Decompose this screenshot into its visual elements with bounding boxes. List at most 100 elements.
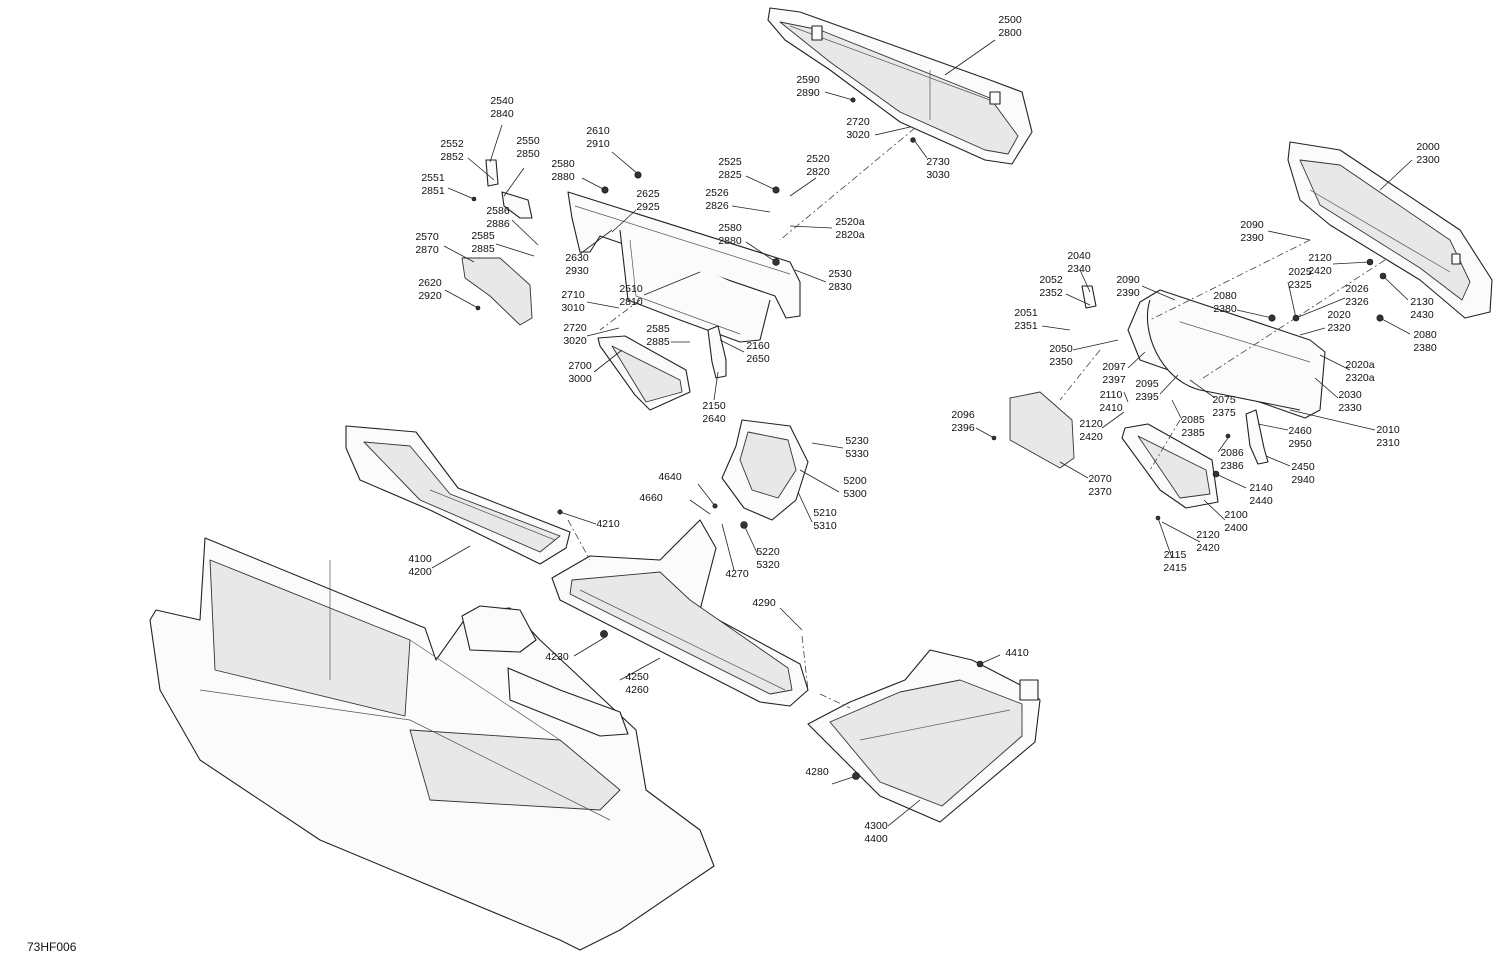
callout-line: 2040 [1067, 250, 1091, 262]
callout-line: 2420 [1196, 542, 1220, 554]
callout-line: 5330 [845, 448, 869, 460]
callout-line: 2510 [619, 283, 643, 295]
callout-line: 2450 [1291, 461, 1315, 473]
callout-line: 2730 [926, 156, 950, 168]
callout-line: 4660 [639, 492, 663, 504]
callout-line: 4300 [864, 820, 888, 832]
callout-line: 2070 [1088, 473, 1112, 485]
callout-line: 2390 [1116, 287, 1140, 299]
callout-line: 2096 [951, 409, 975, 421]
right-lower-panel [1121, 423, 1219, 509]
callout-line: 2110 [1100, 389, 1123, 401]
callout-line: 4230 [545, 651, 569, 663]
callout-line: 4270 [725, 568, 749, 580]
callout-line: 2610 [586, 125, 610, 137]
callout-line: 2051 [1014, 307, 1038, 319]
callout-line: 2910 [586, 138, 610, 150]
callout-line: 2885 [471, 243, 495, 255]
callout-line: 2390 [1240, 232, 1264, 244]
callout-line: 2540 [490, 95, 514, 107]
right-door-frame [1081, 285, 1326, 419]
callout-line: 2530 [828, 268, 852, 280]
callout-line: 2440 [1249, 495, 1273, 507]
callout-line: 2410 [1099, 402, 1123, 414]
callout-line: 2720 [563, 322, 587, 334]
upper-door-panel [767, 7, 1033, 165]
callout-line: 2351 [1014, 320, 1038, 332]
callout-4210: 4210 [596, 518, 620, 530]
assembly-lines [567, 127, 1386, 709]
callout-line: 4260 [625, 684, 649, 696]
callout-line: 2580 [718, 222, 742, 234]
callout-line: 4200 [408, 566, 432, 578]
callout-line: 2890 [796, 87, 820, 99]
callout-4640: 4640 [658, 471, 682, 483]
callout-line: 2026 [1345, 283, 1369, 295]
main-body-tub [149, 537, 715, 951]
callout-line: 2526 [705, 187, 729, 199]
callout-line: 5200 [843, 475, 867, 487]
callout-line: 2020 [1327, 309, 1351, 321]
callout-line: 3030 [926, 169, 950, 181]
callout-line: 2430 [1410, 309, 1434, 321]
callout-line: 2150 [702, 400, 726, 412]
callout-line: 2310 [1376, 437, 1400, 449]
callout-line: 2930 [565, 265, 589, 277]
callout-line: 2500 [998, 14, 1022, 26]
parts-artwork [149, 7, 1493, 951]
callout-line: 2370 [1088, 486, 1112, 498]
left-door-frame [461, 159, 801, 343]
callout-line: 2385 [1181, 427, 1205, 439]
callout-line: 2052 [1039, 274, 1063, 286]
callout-line: 2086 [1220, 447, 1244, 459]
callout-line: 2920 [418, 290, 442, 302]
callout-line: 2840 [490, 108, 514, 120]
center-console [721, 419, 809, 521]
rear-skid-plate [807, 649, 1041, 823]
callout-line: 3010 [561, 302, 585, 314]
callout-line: 2880 [551, 171, 575, 183]
callout-line: 2320a [1345, 372, 1374, 384]
callout-line: 2080 [1213, 290, 1237, 302]
left-sill-panel [345, 425, 571, 565]
callout-line: 2320 [1327, 322, 1351, 334]
callout-line: 2140 [1249, 482, 1273, 494]
callout-line: 2010 [1376, 424, 1400, 436]
right-rear-panel [1287, 141, 1493, 319]
callout-line: 2850 [516, 148, 540, 160]
